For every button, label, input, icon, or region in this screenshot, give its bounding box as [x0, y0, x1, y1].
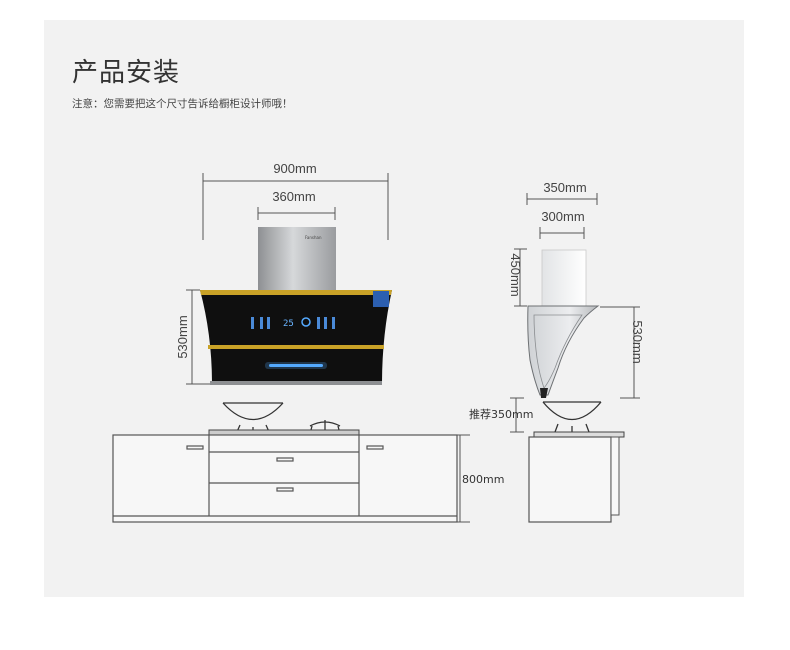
- side-wall: [610, 436, 620, 516]
- kitchen-cabinet: [112, 434, 458, 523]
- side-hood-tip: [540, 388, 548, 398]
- width-label: 900mm: [273, 161, 316, 176]
- side-view: 350mm 300mm 450mm 530mm: [469, 180, 645, 523]
- hood-height-label: 530mm: [175, 315, 190, 358]
- hood-height-dimension: [186, 289, 210, 385]
- brand-logo: Fanshan: [305, 235, 322, 240]
- gold-trim-top: [200, 290, 392, 295]
- width-dimension: [202, 173, 389, 240]
- side-chimney-width-label: 300mm: [541, 209, 584, 224]
- side-countertop: [533, 431, 625, 438]
- page-title: 产品安装: [72, 58, 181, 88]
- display-readout: 25: [283, 319, 294, 329]
- side-hood-height-label: 530mm: [630, 320, 645, 363]
- side-hood-height-dimension: [600, 306, 640, 399]
- cabinet-height-dimension: [455, 434, 470, 523]
- cooktop: [208, 429, 360, 436]
- recommended-height-label: 推荐350mm: [469, 407, 533, 421]
- hood-bottom-edge: [210, 381, 382, 385]
- blue-light-strip: [269, 364, 323, 367]
- chimney-height-dimension: [514, 248, 527, 307]
- side-chimney-width-dimension: [539, 227, 585, 239]
- side-hood-profile: [527, 305, 600, 396]
- wok-left: [222, 402, 284, 435]
- side-chimney: [541, 249, 587, 307]
- side-cabinet: [528, 436, 612, 523]
- top-width-dimension: [526, 193, 598, 205]
- front-view: 900mm 360mm Fanshan 25: [112, 161, 504, 523]
- chimney-height-label: 450mm: [508, 253, 523, 296]
- recommended-height-dimension: [510, 397, 524, 433]
- chimney-width-dimension: [257, 207, 336, 220]
- blue-light-glow: [265, 362, 327, 369]
- chimney-width-label: 360mm: [272, 189, 315, 204]
- side-wok: [542, 401, 602, 433]
- side-hood-inner-line: [533, 314, 583, 389]
- control-panel: [251, 317, 335, 329]
- cabinet-height-label: 800mm: [462, 473, 504, 486]
- installation-note: 注意：您需要把这个尺寸告诉给橱柜设计师哦！: [72, 98, 293, 110]
- chimney: [258, 227, 336, 290]
- hood-body: [200, 290, 392, 384]
- top-width-label: 350mm: [543, 180, 586, 195]
- gold-trim-middle: [208, 345, 384, 349]
- energy-label-sticker: [373, 291, 389, 307]
